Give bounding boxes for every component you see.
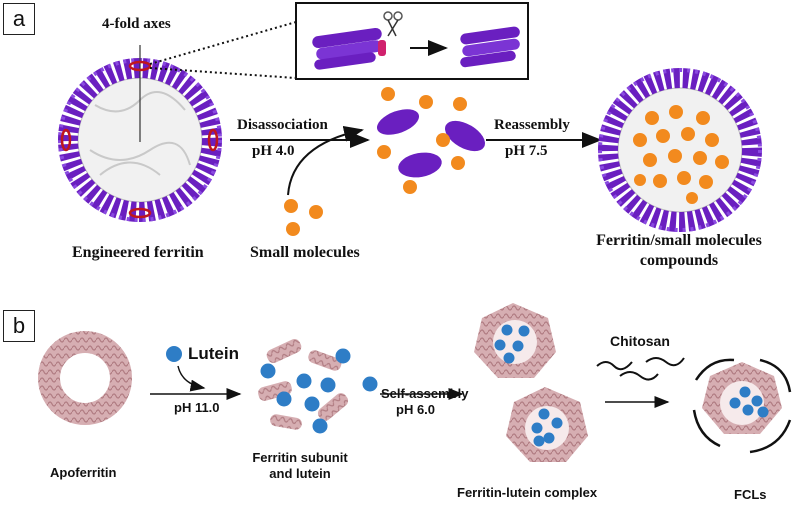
lutein-curved-arrow (177, 365, 206, 392)
four-fold-axes-label: 4-fold axes (102, 16, 171, 32)
compounds-caption-line1: Ferritin/small molecules (596, 232, 762, 249)
engineered-ferritin-cage (58, 45, 222, 222)
ferritin-lutein-complex-bottom (506, 387, 588, 462)
apoferritin (38, 331, 132, 425)
axis-marker-left (60, 128, 72, 152)
panel-label-b: b (3, 310, 35, 342)
subunits-and-lutein (258, 339, 378, 434)
lutein-legend-dot (166, 346, 182, 362)
compounds-caption-line2: compounds (639, 252, 719, 269)
chitosan-strands (596, 357, 685, 381)
chitosan-label: Chitosan (610, 333, 670, 349)
subunit-inset (295, 2, 529, 80)
subunit-cleaved (460, 26, 520, 68)
ph-11-label: pH 11.0 (174, 400, 220, 415)
dissociated-mixture (376, 87, 485, 194)
subunit-caption-line1: Ferritin subunit (252, 450, 348, 465)
fcl-particle (692, 358, 792, 454)
engineered-ferritin-caption: Engineered ferritin (72, 244, 204, 261)
axis-marker-bottom (128, 207, 152, 219)
apoferritin-caption: Apoferritin (50, 465, 117, 480)
ph-4-label: pH 4.0 (252, 143, 295, 159)
ph-7-5-label: pH 7.5 (505, 143, 548, 159)
self-assembly-label: Self-assembly (381, 386, 469, 401)
inset-pointer-lower (149, 67, 297, 79)
axis-marker-right (207, 128, 219, 152)
small-molecules (284, 199, 323, 236)
ferritin-lutein-complex-top (474, 303, 556, 378)
scissors-icon (383, 11, 403, 37)
subunit-caption-line2: and lutein (269, 466, 331, 481)
loaded-ferritin-cage (598, 68, 762, 232)
subunit-with-tag (312, 27, 386, 70)
curved-arrow (287, 125, 364, 196)
inset-pointer-upper (149, 21, 297, 65)
small-molecules-caption: Small molecules (250, 244, 360, 261)
reassembly-label: Reassembly (494, 117, 570, 133)
lutein-legend-label: Lutein (188, 344, 239, 363)
fcls-caption: FCLs (734, 487, 767, 502)
disassociation-label: Disassociation (237, 117, 328, 133)
panel-label-a: a (3, 3, 35, 35)
complex-caption: Ferritin-lutein complex (457, 485, 598, 500)
ph-6-label: pH 6.0 (396, 402, 436, 417)
axis-marker-top (128, 60, 152, 72)
